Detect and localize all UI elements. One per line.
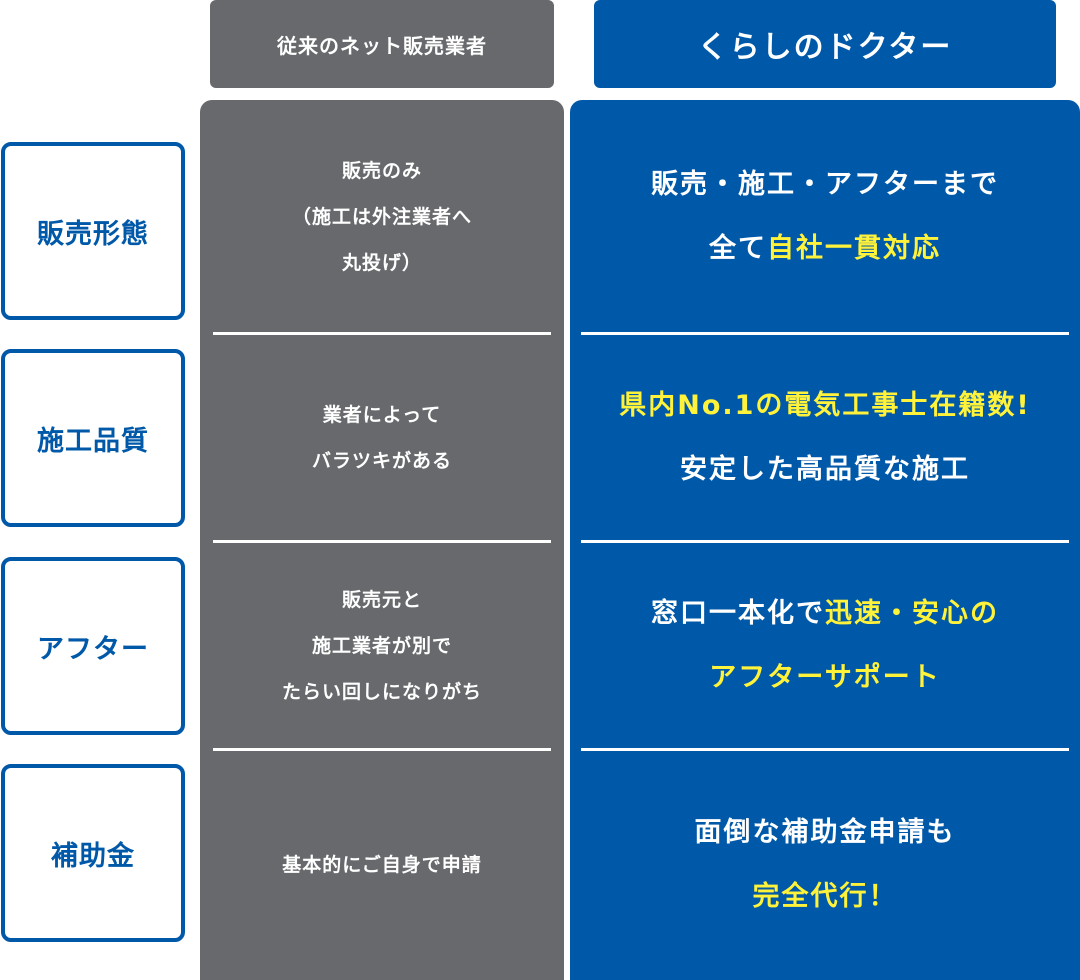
cell-line: 丸投げ） (341, 252, 422, 274)
cell-line: たらい回しになりがち (281, 681, 482, 703)
row-divider (213, 540, 551, 543)
cell-text: 販売・施工・アフターまで (651, 169, 999, 200)
cell-text: 全て (709, 233, 767, 264)
highlight-text: 県内No.1の電気工事士在籍数! (619, 390, 1031, 421)
cell-line: 県内No.1の電気工事士在籍数! (619, 374, 1031, 438)
cell-line: 販売・施工・アフターまで (651, 153, 999, 217)
highlight-text: アフターサポート (709, 662, 941, 693)
row-label: 施工品質 (1, 349, 185, 527)
header-kurashi-doctor: くらしのドクター (594, 0, 1056, 88)
row-divider (581, 332, 1069, 335)
row-label: アフター (1, 557, 185, 735)
kurashi-cell: 県内No.1の電気工事士在籍数! 安定した高品質な施工 (570, 334, 1080, 542)
cell-line: 基本的にご自身で申請 (282, 854, 482, 876)
kurashi-cell: 面倒な補助金申請も完全代行！ (570, 750, 1080, 980)
cell-line: 窓口一本化で迅速・安心の (651, 582, 999, 646)
header-conventional-seller: 従来のネット販売業者 (210, 0, 554, 88)
highlight-text: 完全代行！ (752, 881, 898, 912)
conventional-cell: 販売元と施工業者が別でたらい回しになりがち (200, 542, 564, 750)
cell-line: 安定した高品質な施工 (680, 438, 970, 502)
cell-line: （施工は外注業者へ (291, 206, 472, 228)
cell-line: 業者によって (322, 404, 442, 426)
cell-line: 面倒な補助金申請も (695, 801, 956, 865)
cell-line: 全て自社一貫対応 (709, 217, 941, 281)
row-divider (581, 748, 1069, 751)
row-label: 補助金 (1, 764, 185, 942)
highlight-text: 自社一貫対応 (767, 233, 941, 264)
header-kurashi-label: くらしのドクター (697, 30, 953, 65)
cell-text: 安定した高品質な施工 (680, 454, 970, 485)
conventional-cell: 基本的にご自身で申請 (200, 750, 564, 980)
cell-line: バラツキがある (311, 450, 452, 472)
cell-line: アフターサポート (709, 646, 940, 710)
conventional-cell: 販売のみ （施工は外注業者へ丸投げ） (200, 100, 564, 334)
cell-text: 面倒な補助金申請も (694, 817, 956, 848)
cell-line: 販売元と (341, 589, 422, 611)
cell-line: 完全代行！ (753, 865, 898, 929)
header-conventional-label: 従来のネット販売業者 (277, 33, 487, 58)
row-label: 販売形態 (1, 142, 185, 320)
row-divider (213, 748, 551, 751)
cell-text: 窓口一本化で (651, 598, 825, 629)
kurashi-cell: 販売・施工・アフターまで全て自社一貫対応 (570, 100, 1080, 334)
row-divider (213, 332, 551, 335)
cell-line: 販売のみ (341, 160, 422, 182)
row-divider (581, 540, 1069, 543)
conventional-cell: 業者によってバラツキがある (200, 334, 564, 542)
cell-line: 施工業者が別で (311, 635, 452, 657)
kurashi-cell: 窓口一本化で迅速・安心のアフターサポート (570, 542, 1080, 750)
highlight-text: 迅速・安心の (825, 598, 999, 629)
